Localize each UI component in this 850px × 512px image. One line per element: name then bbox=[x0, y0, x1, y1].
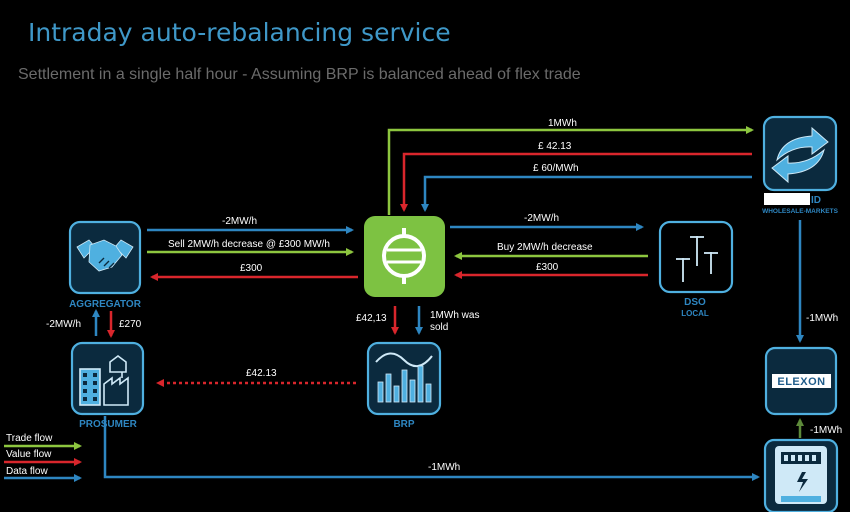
dso-node: DSO LOCAL bbox=[658, 220, 734, 318]
value-arrow-wholesale-to-hub bbox=[400, 152, 752, 212]
flow-label-dso-trade: Buy 2MW/h decrease bbox=[497, 242, 593, 253]
aggregator-label: AGGREGATOR bbox=[69, 299, 142, 310]
flow-label-agg-trade: Sell 2MW/h decrease @ £300 MW/h bbox=[168, 239, 330, 250]
central-hub bbox=[364, 216, 445, 297]
wholesale-node: ID WHOLESALE-MARKETS bbox=[762, 115, 839, 215]
brp-label: BRP bbox=[393, 419, 414, 430]
elexon-logo-plate bbox=[772, 374, 831, 388]
wholesale-id-label: ID bbox=[811, 195, 821, 206]
dso-label: DSO bbox=[684, 297, 706, 308]
smart-meter-node bbox=[763, 438, 839, 512]
page-title: Intraday auto-rebalancing service bbox=[28, 18, 451, 47]
aggregator-node: AGGREGATOR bbox=[68, 220, 142, 310]
legend-data-label: Data flow bbox=[6, 466, 48, 477]
flow-label-dso-data: -2MW/h bbox=[524, 213, 559, 224]
wholesale-sub-label: WHOLESALE-MARKETS bbox=[762, 208, 838, 215]
flow-label-top-data: £ 60/MWh bbox=[533, 163, 579, 174]
flow-label-dso-value: £300 bbox=[536, 262, 559, 273]
flow-label-agg-value: £300 bbox=[240, 263, 263, 274]
flow-label-top-value: £ 42.13 bbox=[538, 141, 572, 152]
legend-value-label: Value flow bbox=[6, 449, 52, 460]
buildings-icon bbox=[79, 355, 129, 406]
exchange-arrows-icon bbox=[771, 126, 829, 184]
legend: Trade flow Value flow Data flow bbox=[4, 433, 82, 482]
flow-label-agg-prosumer-value: £270 bbox=[119, 319, 142, 330]
legend-trade-label: Trade flow bbox=[6, 433, 53, 444]
prosumer-label: PROSUMER bbox=[79, 419, 138, 430]
page-subtitle: Settlement in a single half hour - Assum… bbox=[18, 66, 581, 83]
flow-label-meter-elexon: -1MWh bbox=[810, 425, 842, 436]
market-chart-icon bbox=[375, 352, 433, 403]
dso-sub-label: LOCAL bbox=[681, 309, 709, 318]
flow-label-prosumer-meter: -1MWh bbox=[428, 462, 460, 473]
flow-label-hub-brp-value: £42,13 bbox=[356, 313, 387, 324]
flow-label-top-trade: 1MWh bbox=[548, 118, 577, 129]
data-arrow-prosumer-to-meter bbox=[103, 416, 760, 481]
smart-meter-icon bbox=[775, 446, 827, 504]
elexon-logo-text: ELEXON bbox=[777, 376, 825, 388]
flow-label-agg-prosumer-data: -2MW/h bbox=[46, 319, 81, 330]
flow-label-hub-brp-data-1: 1MWh was bbox=[430, 310, 479, 321]
trade-arrow-hub-to-wholesale bbox=[387, 126, 754, 215]
hub-logo-icon bbox=[382, 228, 426, 284]
redacted-block bbox=[764, 193, 810, 205]
flow-label-hub-brp-data-2: sold bbox=[430, 322, 448, 333]
prosumer-node: PROSUMER bbox=[70, 341, 145, 430]
data-arrow-wholesale-to-hub bbox=[421, 175, 752, 212]
power-poles-icon bbox=[676, 236, 718, 282]
building-windows bbox=[83, 373, 97, 401]
elexon-node: ELEXON bbox=[764, 346, 838, 416]
flow-label-agg-data: -2MW/h bbox=[222, 216, 257, 227]
flow-label-wholesale-elexon: -1MWh bbox=[806, 313, 838, 324]
brp-node: BRP bbox=[366, 341, 442, 430]
handshake-icon bbox=[76, 239, 134, 272]
flow-label-brp-prosumer-value: £42.13 bbox=[246, 368, 277, 379]
